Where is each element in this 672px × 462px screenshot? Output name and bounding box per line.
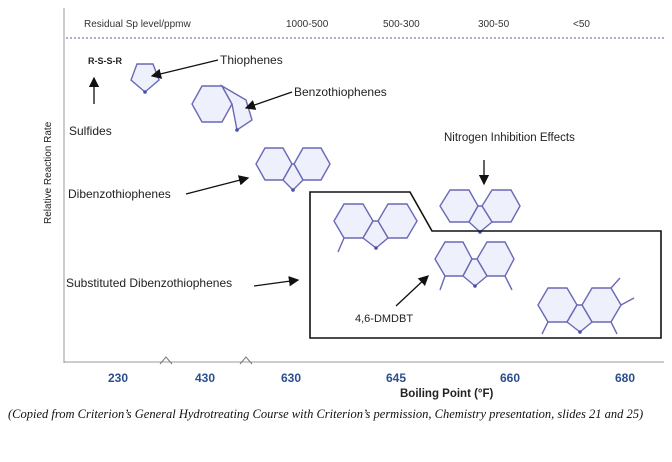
- source-caption: (Copied from Criterion’s General Hydrotr…: [8, 407, 644, 421]
- x-axis-label: Boiling Point (°F): [400, 388, 494, 400]
- nitrogen-label: Nitrogen Inhibition Effects: [444, 132, 575, 144]
- trimethyl-dbt-molecule: [537, 277, 635, 335]
- thiophenes-label: Thiophenes: [220, 53, 283, 67]
- substituted-group-box: [309, 191, 662, 339]
- benzothiophenes-label: Benzothiophenes: [294, 85, 387, 99]
- dmdbt-arrow: [395, 275, 429, 307]
- x-tick-430: 430: [195, 371, 215, 385]
- dibenzothiophene-arrow: [185, 175, 250, 195]
- benzothiophene-molecule: [191, 84, 253, 132]
- substituted-label: Substituted Dibenzothiophenes: [66, 276, 232, 290]
- dibenzothiophene-molecule: [255, 147, 331, 192]
- carbazole-molecule: [439, 189, 521, 234]
- axis-break-1: [159, 356, 173, 365]
- x-tick-645: 645: [386, 371, 406, 385]
- sp-level-label: Residual Sp level/ppmw: [84, 19, 191, 30]
- x-tick-680: 680: [615, 371, 635, 385]
- y-axis-label: Relative Reaction Rate: [43, 121, 54, 224]
- x-tick-660: 660: [500, 371, 520, 385]
- range-300-50: 300-50: [478, 19, 510, 30]
- axis-break-2: [239, 356, 253, 365]
- x-tick-230: 230: [108, 371, 128, 385]
- sulfides-label: Sulfides: [69, 124, 112, 138]
- sulfide-formula: R-S-S-R: [88, 56, 122, 66]
- dibenzothiophenes-label: Dibenzothiophenes: [68, 187, 171, 201]
- x-tick-630: 630: [281, 371, 301, 385]
- range-500-300: 500-300: [383, 19, 420, 30]
- thiophene-arrow: [150, 59, 219, 79]
- benzothiophene-arrow: [244, 91, 293, 110]
- dmdbt-label: 4,6-DMDBT: [355, 313, 413, 325]
- methyl-dbt-molecule: [333, 203, 418, 253]
- substituted-arrow: [253, 276, 300, 287]
- range-below-50: <50: [573, 19, 590, 30]
- dmdbt-molecule: [434, 241, 515, 291]
- range-1000-500: 1000-500: [286, 19, 329, 30]
